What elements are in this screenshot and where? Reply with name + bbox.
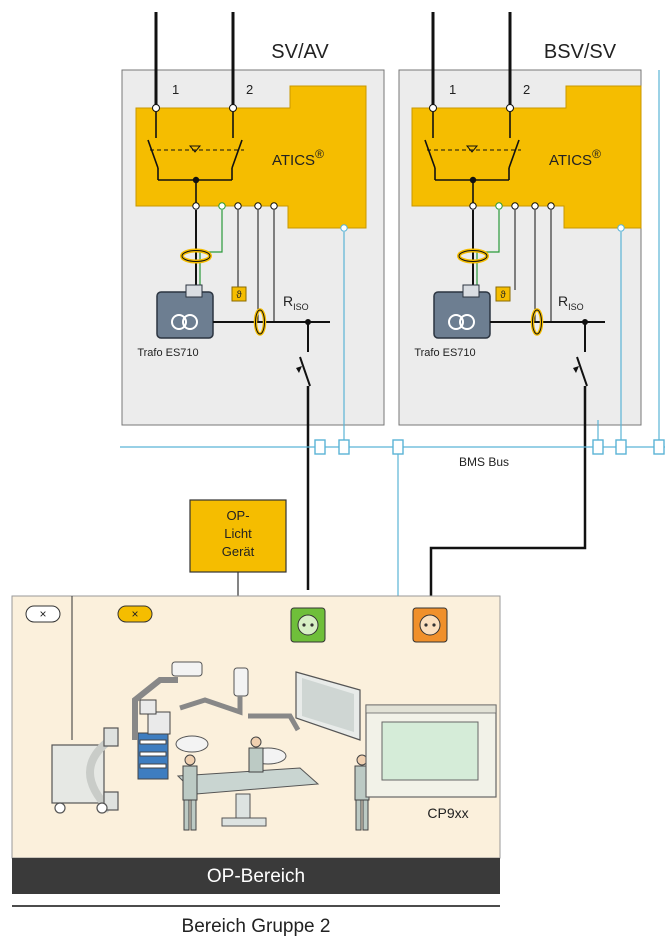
junction-dot xyxy=(192,176,200,184)
socket-feed-line xyxy=(429,386,587,610)
input-2-label: 2 xyxy=(523,82,530,97)
transformer-top xyxy=(185,284,203,298)
temperature-sensor-icon xyxy=(495,286,511,302)
ceiling-lamp-icon xyxy=(25,605,61,623)
wall-monitor-icon xyxy=(295,671,361,741)
transfer-switch xyxy=(424,112,521,206)
c-arm-device-icon xyxy=(51,727,119,814)
op-room: × × xyxy=(11,595,501,894)
group-label: Bereich Gruppe 2 xyxy=(182,916,331,937)
bus-label: BMS Bus xyxy=(459,455,509,469)
panel-title: BSV/SV xyxy=(544,41,617,63)
input-2-label: 2 xyxy=(246,82,253,97)
cp9xx-panel-icon xyxy=(365,704,497,798)
terminal xyxy=(229,104,237,112)
anesthesia-cart-icon xyxy=(137,699,171,780)
panel-title: SV/AV xyxy=(271,41,329,63)
atics-module xyxy=(411,85,642,229)
atics-terminals xyxy=(469,202,625,232)
bus-couplers xyxy=(314,439,665,455)
input-1-label: 1 xyxy=(449,82,456,97)
emergency-lamp-icon xyxy=(117,605,153,623)
cp9xx-label: CP9xx xyxy=(427,805,468,821)
transfer-switch xyxy=(147,112,244,206)
panel-sv-av: SV/AV 1 2 ATICS® xyxy=(121,12,385,590)
input-1-label: 1 xyxy=(172,82,179,97)
breaker-switch xyxy=(299,356,311,387)
room-name: OP-Bereich xyxy=(207,866,305,887)
atics-label: ATICS® xyxy=(549,147,601,169)
atics-terminals xyxy=(192,202,348,232)
room-footer xyxy=(12,858,500,894)
op-light-line3: Gerät xyxy=(222,544,255,559)
breaker-switch xyxy=(576,356,588,387)
green-wire xyxy=(199,210,223,286)
assistant-figure-icon xyxy=(248,736,264,773)
op-light-line1: OP- xyxy=(226,508,249,523)
svg-text:×: × xyxy=(39,607,46,621)
svg-text:ϑ: ϑ xyxy=(500,290,506,301)
atics-label: ATICS® xyxy=(272,147,324,169)
panel-bsv-sv: BSV/SV 1 2 ATICS® xyxy=(398,12,642,610)
svg-text:×: × xyxy=(131,607,138,621)
atics-module xyxy=(135,85,367,229)
trafo-label: Trafo ES710 xyxy=(414,347,475,359)
terminal xyxy=(152,104,160,112)
riso-label: RISO xyxy=(283,293,309,312)
temperature-sensor-icon xyxy=(231,286,247,302)
trafo-label: Trafo ES710 xyxy=(137,347,198,359)
riso-label: RISO xyxy=(558,293,584,312)
op-light-device: OP- Licht Gerät xyxy=(189,499,287,668)
surgeon-figure-icon xyxy=(182,754,198,831)
ring-outline xyxy=(181,250,211,262)
transformer-icon xyxy=(156,291,214,339)
theta-glyph: ϑ xyxy=(236,290,242,301)
surgical-lamp-arm-icon xyxy=(132,661,301,765)
op-light-line2: Licht xyxy=(224,526,252,541)
transformer-icon xyxy=(433,291,491,339)
bms-bus: BMS Bus xyxy=(120,70,665,705)
